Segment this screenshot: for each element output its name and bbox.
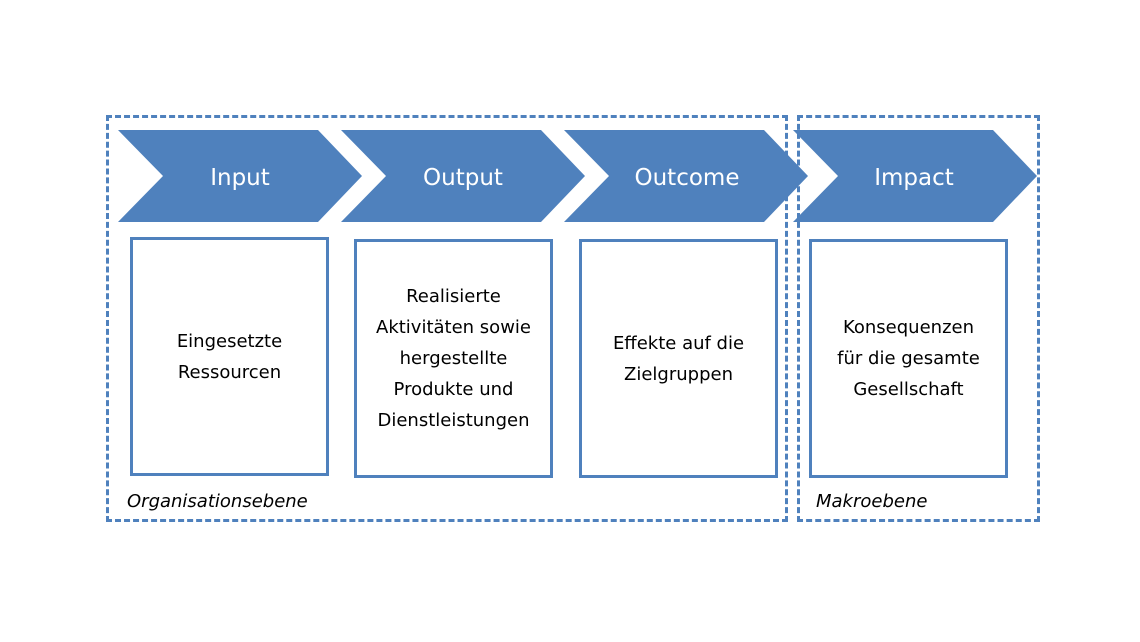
input-description-box: Eingesetzte Ressourcen [130, 237, 329, 476]
outcome-description-box: Effekte auf die Zielgruppen [579, 239, 778, 478]
chevron-input [118, 130, 362, 222]
chevron-output [341, 130, 585, 222]
chevron-impact-label: Impact [874, 165, 954, 191]
organisation-region-label: Organisationsebene [127, 491, 308, 512]
impact-description-box: Konsequenzen für die gesamte Gesellschaf… [809, 239, 1008, 478]
macro-region-border [797, 115, 1040, 522]
chevron-outcome [564, 130, 808, 222]
macro-region-label: Makroebene [816, 491, 928, 512]
organisation-region-border [106, 115, 788, 522]
output-description-box: Realisierte Aktivitäten sowie hergestell… [354, 239, 553, 478]
chevron-input-label: Input [210, 165, 270, 191]
chevron-outcome-label: Outcome [635, 165, 740, 191]
chevron-output-label: Output [423, 165, 503, 191]
chevron-impact [793, 130, 1037, 222]
